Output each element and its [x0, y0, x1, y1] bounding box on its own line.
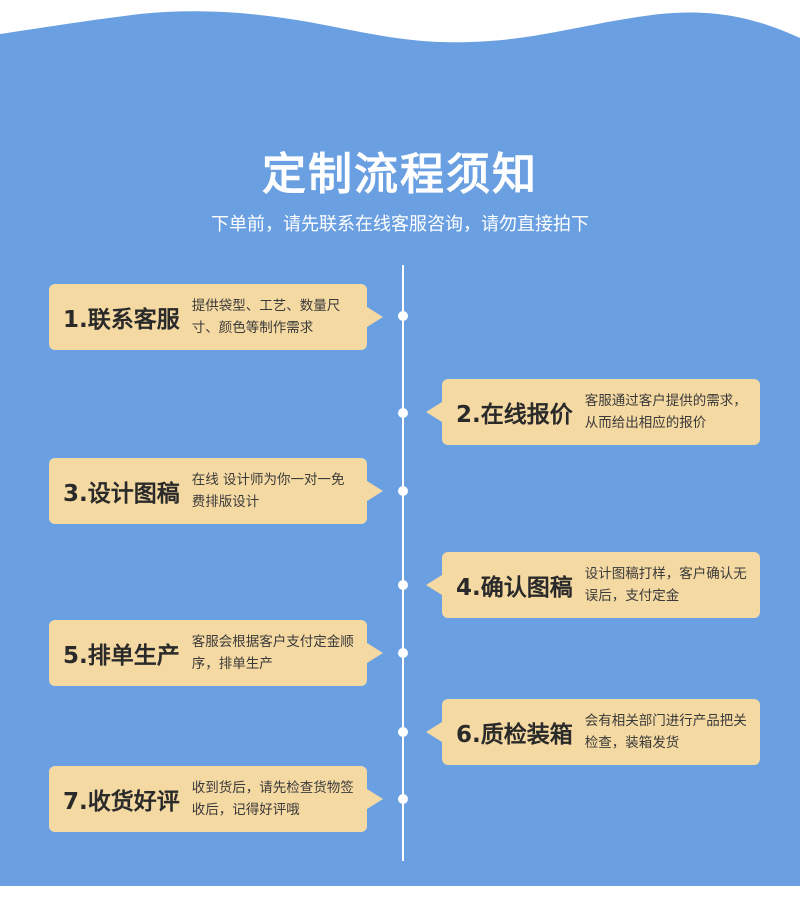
- step-description: 在线 设计师为你一对一免费排版设计: [191, 472, 345, 510]
- timeline-dot: [398, 580, 408, 590]
- step-title: 6.质检装箱: [456, 722, 573, 748]
- step-card-1: 1.联系客服 提供袋型、工艺、数量尺寸、颜色等制作需求: [49, 284, 383, 350]
- timeline-line: [402, 265, 404, 861]
- timeline-dot: [398, 408, 408, 418]
- step-title: 2.在线报价: [456, 402, 573, 428]
- step-card-3: 3.设计图稿 在线 设计师为你一对一免费排版设计: [49, 458, 383, 524]
- top-wave-decoration: [0, 0, 800, 43]
- step-description: 设计图稿打样，客户确认无误后，支付定金: [584, 566, 747, 604]
- step-card-7: 7.收货好评 收到货后，请先检查货物签收后，记得好评哦: [49, 766, 383, 832]
- page-title: 定制流程须知: [262, 149, 538, 200]
- timeline-dot: [398, 794, 408, 804]
- step-title: 7.收货好评: [63, 789, 180, 815]
- timeline-dot: [398, 648, 408, 658]
- step-description: 提供袋型、工艺、数量尺寸、颜色等制作需求: [191, 298, 341, 336]
- step-description: 客服会根据客户支付定金顺序，排单生产: [191, 634, 354, 672]
- bottom-strip: [0, 886, 800, 898]
- step-title: 3.设计图稿: [63, 481, 180, 507]
- step-title: 4.确认图稿: [456, 575, 573, 601]
- step-card-5: 5.排单生产 客服会根据客户支付定金顺序，排单生产: [49, 620, 383, 686]
- step-title: 1.联系客服: [63, 307, 180, 333]
- step-card-6: 6.质检装箱 会有相关部门进行产品把关检查，装箱发货: [426, 699, 760, 765]
- step-card-2: 2.在线报价 客服通过客户提供的需求，从而给出相应的报价: [426, 379, 760, 445]
- timeline-dot: [398, 727, 408, 737]
- step-description: 收到货后，请先检查货物签收后，记得好评哦: [191, 780, 354, 818]
- page-subtitle: 下单前，请先联系在线客服咨询，请勿直接拍下: [211, 214, 589, 235]
- step-description: 会有相关部门进行产品把关检查，装箱发货: [584, 713, 747, 751]
- step-card-4: 4.确认图稿 设计图稿打样，客户确认无误后，支付定金: [426, 552, 760, 618]
- step-title: 5.排单生产: [63, 643, 180, 669]
- timeline-dot: [398, 486, 408, 496]
- timeline-dot: [398, 311, 408, 321]
- step-description: 客服通过客户提供的需求，从而给出相应的报价: [584, 393, 747, 431]
